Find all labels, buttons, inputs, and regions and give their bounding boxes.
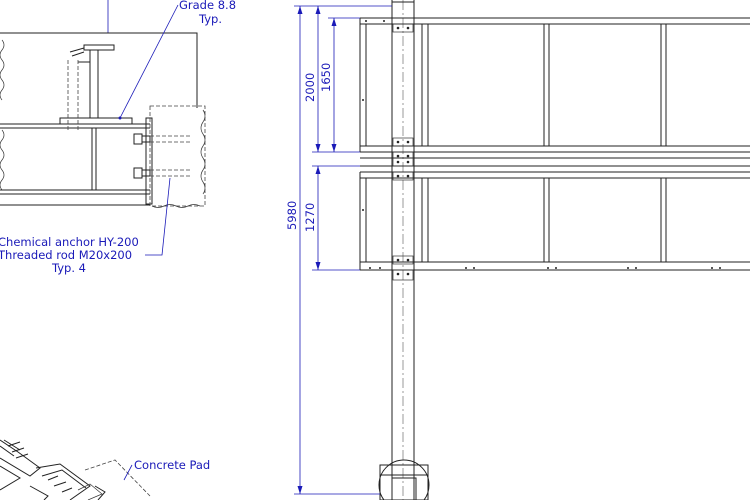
bolt-typ-note: Typ. xyxy=(198,12,222,26)
connection-detail xyxy=(0,0,206,256)
isometric-base-detail xyxy=(0,439,151,500)
anchor-note-line1: Chemical anchor HY-200 xyxy=(0,235,139,249)
lower-panel xyxy=(359,171,750,281)
dimension-upper-outer: 2000 xyxy=(303,73,317,102)
bolt-dots xyxy=(362,20,721,276)
dimension-overall-height: 5980 xyxy=(285,201,299,230)
dimension-lines xyxy=(294,5,392,495)
dimension-lower-inner: 1270 xyxy=(303,203,317,232)
bolt-grade-note: Grade 8.8 xyxy=(179,0,236,12)
anchor-typ-note: Typ. 4 xyxy=(51,261,86,275)
anchor-note-line2: Threaded rod M20x200 xyxy=(0,248,132,262)
concrete-pad-note: Concrete Pad xyxy=(134,458,210,472)
frame-elevation xyxy=(359,0,750,500)
anchor-rod-lower xyxy=(133,167,192,179)
dimension-upper-inner: 1650 xyxy=(319,63,333,92)
upper-panel xyxy=(359,17,750,153)
anchor-rod-upper xyxy=(133,133,192,145)
